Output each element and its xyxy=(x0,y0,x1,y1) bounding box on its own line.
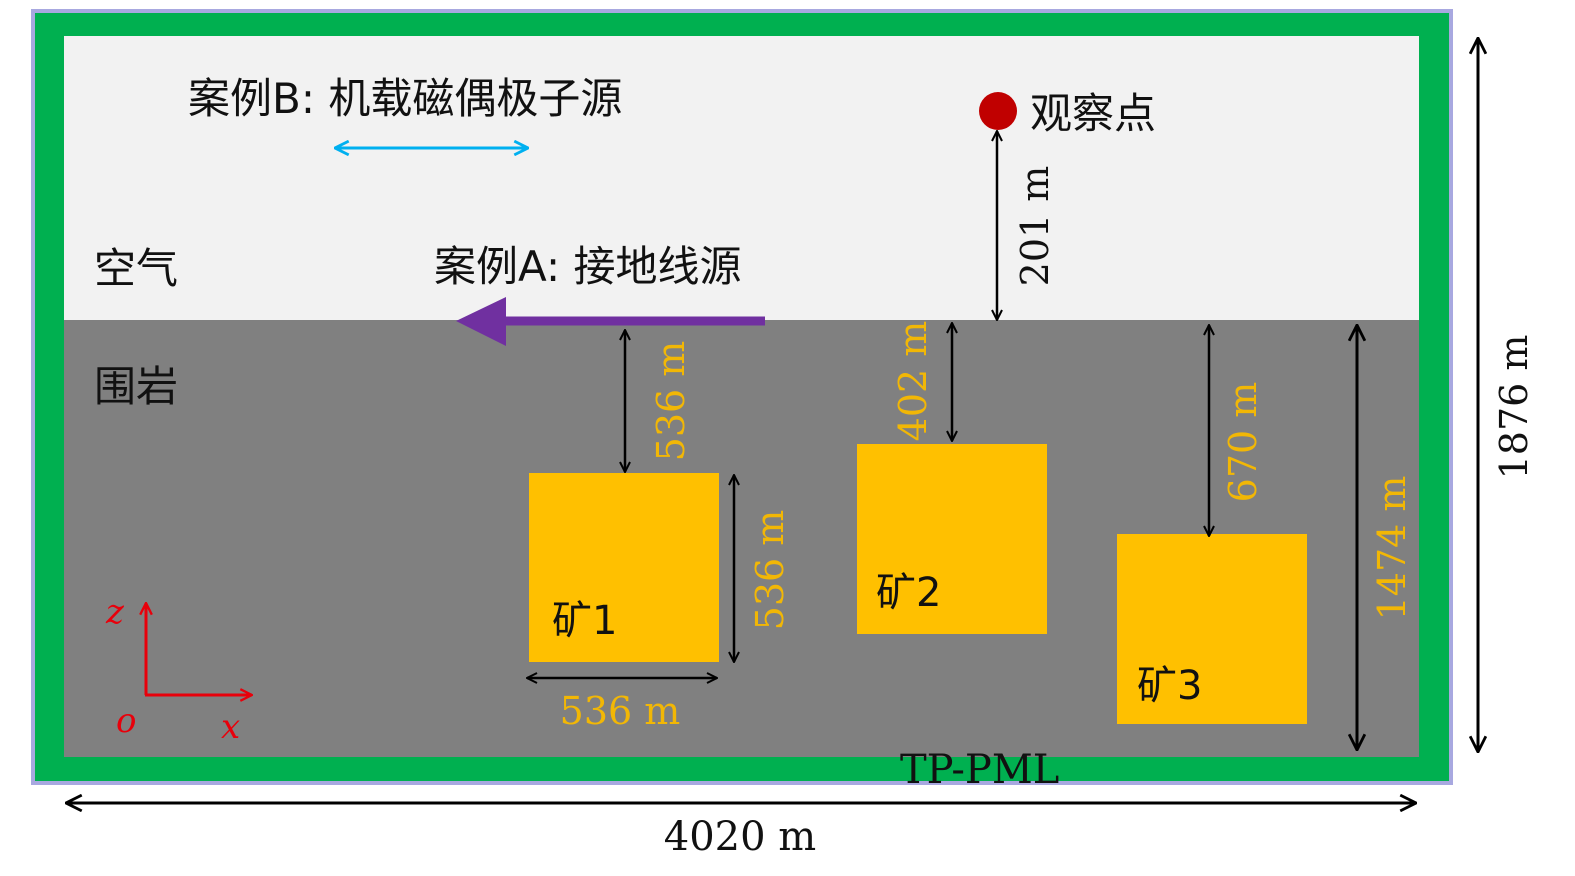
ore1-width-label: 536 m xyxy=(560,689,681,733)
case-b-label: 案例B: 机载磁偶极子源 xyxy=(188,74,622,123)
ore-body-1 xyxy=(529,473,719,662)
total-height-label: 1876 m xyxy=(1492,335,1536,480)
boundary-label: TP-PML xyxy=(900,747,1059,793)
ore1-height-label: 536 m xyxy=(748,510,792,631)
ore-body-2 xyxy=(857,444,1047,634)
red-dot-icon xyxy=(979,92,1017,130)
ground-depth-label: 1474 m xyxy=(1370,476,1414,621)
air-label: 空气 xyxy=(94,244,178,293)
ore2-depth-label: 402 m xyxy=(891,321,935,442)
obs-height-label: 201 m xyxy=(1013,166,1057,287)
ore1-depth-label: 536 m xyxy=(649,341,693,462)
axis-x-label: x xyxy=(221,707,240,747)
ore3-depth-label: 670 m xyxy=(1221,382,1265,503)
axis-origin-label: o xyxy=(116,701,136,741)
case-a-label: 案例A: 接地线源 xyxy=(434,242,742,291)
ore1-label: 矿1 xyxy=(552,598,617,644)
axis-icon xyxy=(145,603,252,695)
observation-point-label: 观察点 xyxy=(1030,89,1156,138)
total-width-label: 4020 m xyxy=(664,814,816,860)
air-layer xyxy=(64,36,1419,321)
axis-z-label: z xyxy=(105,592,125,632)
left-arrow-icon xyxy=(456,297,765,346)
ore2-label: 矿2 xyxy=(876,570,941,616)
host-rock-label: 围岩 xyxy=(94,362,178,411)
ore-body-3 xyxy=(1117,534,1307,724)
ore3-label: 矿3 xyxy=(1137,663,1202,709)
